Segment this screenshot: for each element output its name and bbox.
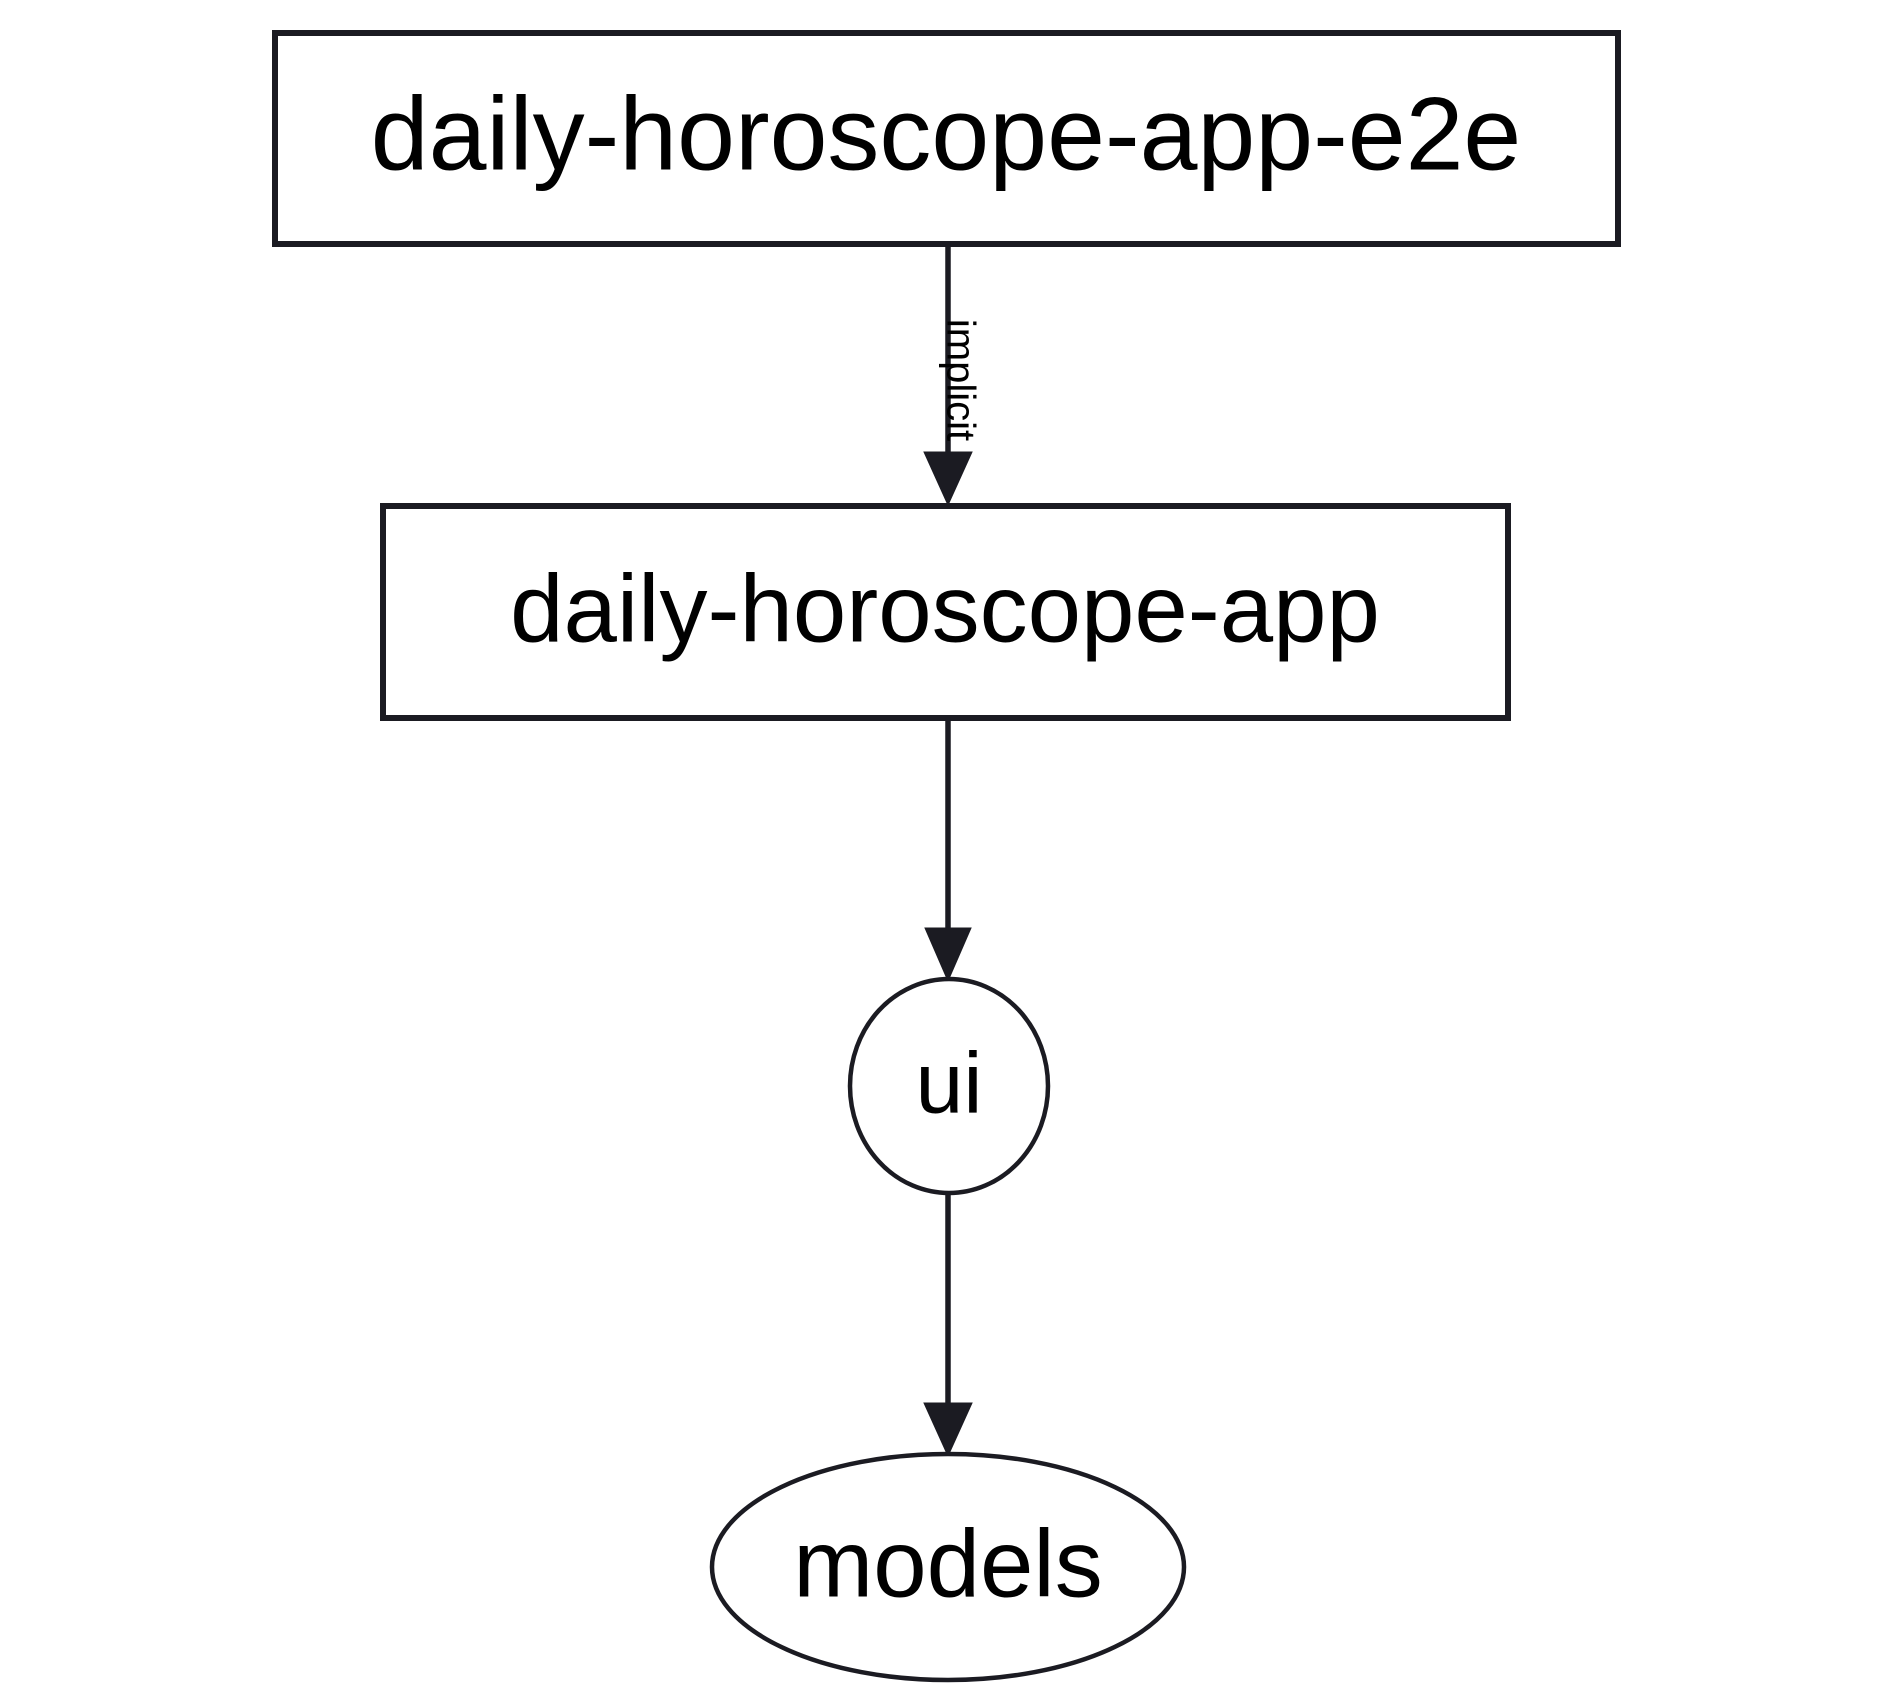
node-ui[interactable]: ui [847, 976, 1051, 1196]
edge-label-implicit: implicit [938, 319, 982, 441]
edge-app-to-ui[interactable] [924, 718, 972, 983]
node-rect-e2e[interactable] [272, 30, 1621, 247]
node-models[interactable]: models [709, 1451, 1187, 1683]
edge-ui-to-models[interactable] [923, 1193, 973, 1458]
node-daily-horoscope-app[interactable]: daily-horoscope-app [380, 503, 1511, 721]
node-rect-app[interactable] [380, 503, 1511, 721]
node-label-e2e: daily-horoscope-app-e2e [371, 76, 1522, 192]
edge-e2e-to-app[interactable]: implicit [923, 244, 982, 507]
arrowhead-e2e-to-app [923, 451, 973, 507]
node-ellipse-models[interactable] [709, 1451, 1187, 1683]
node-label-models: models [793, 1510, 1102, 1617]
node-label-ui: ui [916, 1036, 983, 1132]
arrowhead-ui-to-models [923, 1402, 973, 1458]
node-daily-horoscope-app-e2e[interactable]: daily-horoscope-app-e2e [272, 30, 1621, 247]
node-label-app: daily-horoscope-app [510, 555, 1380, 662]
arrowhead-app-to-ui [924, 927, 972, 983]
